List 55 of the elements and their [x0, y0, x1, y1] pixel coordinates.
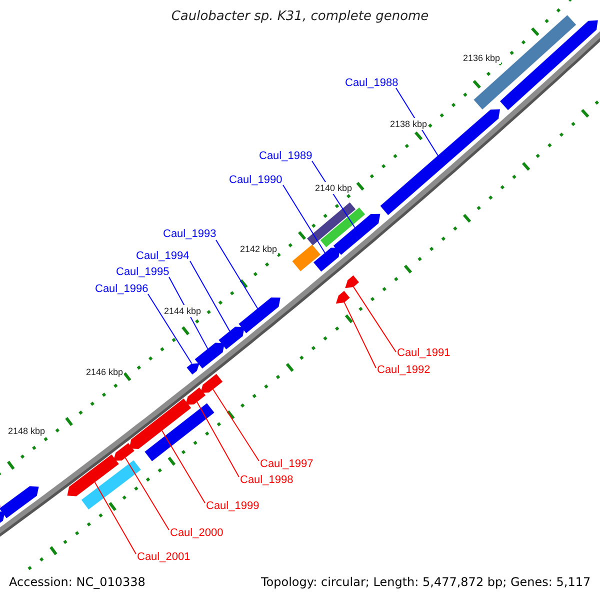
gene-bar — [314, 248, 340, 272]
leader-line — [148, 294, 192, 364]
gene-label: Caul_1989 — [259, 150, 312, 162]
gene-label: Caul_1988 — [345, 77, 398, 89]
scale-label: 2140 kbp — [314, 182, 354, 194]
feature-bar — [307, 202, 356, 246]
gene-label: Caul_1994 — [136, 250, 190, 262]
gene-label: Caul_2001 — [137, 551, 190, 563]
gene-bar — [200, 374, 223, 393]
feature-bar — [320, 208, 366, 248]
feature-bar — [500, 20, 598, 110]
gene-label: Caul_1999 — [206, 500, 260, 512]
gene-bar — [186, 363, 200, 374]
gene-label: Caul_1990 — [229, 174, 282, 186]
scale-label: 2144 kbp — [163, 305, 202, 317]
gene-bar — [333, 214, 380, 255]
leader-line — [190, 260, 230, 332]
leader-line — [212, 388, 260, 462]
leader-line — [162, 430, 206, 504]
gene-label: Caul_1995 — [116, 266, 170, 278]
footer-text: Topology: circular; Length: 5,477,872 bp; Genes: 5,117 — [261, 576, 591, 588]
gene-bar — [238, 298, 280, 334]
gene-bar — [185, 388, 206, 405]
gene-bar — [67, 454, 119, 496]
gene-label: Caul_2000 — [170, 527, 224, 539]
feature-bar — [292, 244, 320, 272]
feature-bar — [81, 460, 141, 510]
leader-line — [344, 302, 376, 368]
leader-line — [124, 457, 170, 530]
gene-label: Caul_1996 — [95, 283, 148, 295]
scale-label: 2148 kbp — [7, 425, 46, 437]
gene-bar — [380, 109, 500, 216]
gene-label: Caul_1992 — [377, 364, 430, 376]
gene-label: Caul_1998 — [240, 474, 294, 486]
gene-bar — [218, 326, 244, 350]
feature-bar — [0, 486, 39, 518]
scale-label: 2142 kbp — [239, 243, 278, 255]
leader-line — [282, 184, 326, 254]
footer-text: Accession: NC_010338 — [9, 576, 146, 588]
scale-label: 2146 kbp — [85, 366, 124, 378]
gene-label: Caul_1997 — [260, 458, 314, 470]
gene-bar — [345, 275, 359, 288]
leader-line — [216, 240, 258, 310]
gene-label: Caul_1991 — [397, 347, 450, 359]
feature-bar — [144, 403, 214, 462]
leader-line — [196, 402, 240, 478]
leader-line — [94, 482, 136, 554]
gene-bar — [194, 342, 224, 368]
scale-label: 2138 kbp — [389, 118, 428, 130]
leader-line — [353, 286, 396, 352]
gene-label: Caul_1993 — [163, 228, 216, 240]
diagram-title: Caulobacter sp. K31, complete genome — [170, 11, 430, 23]
scale-label: 2136 kbp — [462, 52, 502, 64]
gene-bar — [336, 290, 350, 304]
gene-bar — [129, 398, 192, 449]
